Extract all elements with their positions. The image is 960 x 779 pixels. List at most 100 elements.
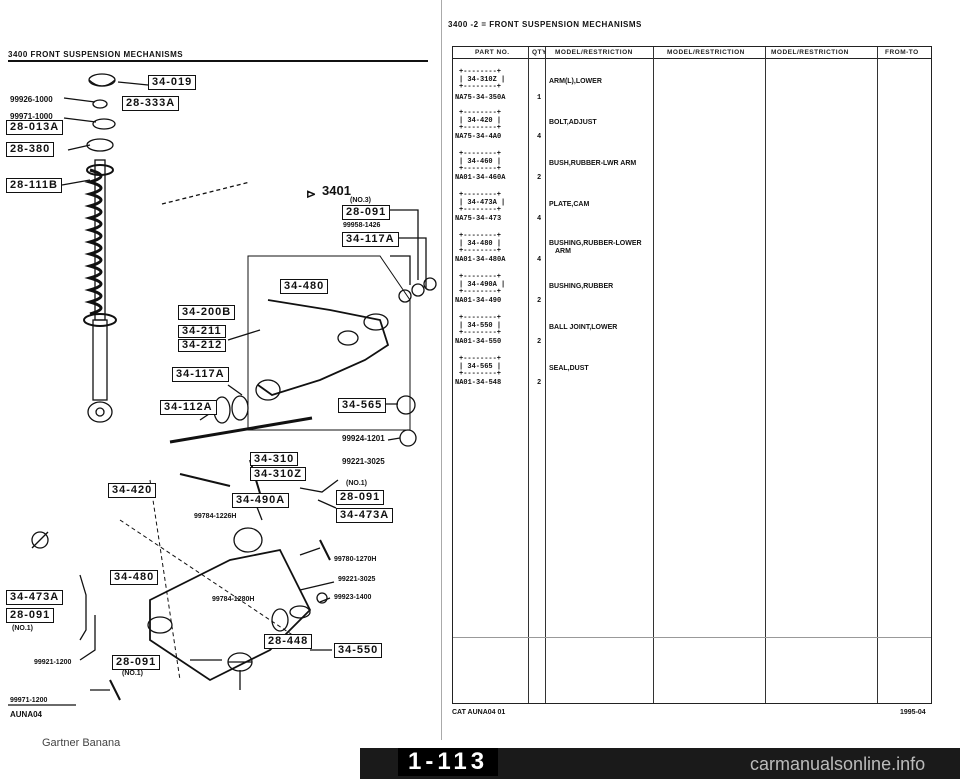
table-row: +--------+ | 34-550 | +--------+ NA01-34…: [455, 314, 618, 346]
row-qty: 1: [537, 94, 542, 102]
no1-label-b: (NO.1): [12, 625, 33, 632]
page-divider: [441, 0, 442, 740]
pn-99924-1201: 99924-1201: [342, 434, 385, 443]
header-model-2: MODEL/RESTRICTION: [667, 49, 745, 56]
part-ref-28-448: 28-448: [264, 634, 313, 649]
row-part-number: NA75-34-350A: [455, 94, 506, 102]
part-ref-34-310Z: 34-310Z: [250, 467, 306, 481]
pn-99926-1000: 99926-1000: [10, 95, 53, 104]
part-ref-34-117A-mid: 34-117A: [172, 367, 229, 382]
pn-99780-1270H: 99780-1270H: [334, 556, 377, 563]
row-qty: 2: [537, 297, 542, 305]
part-ref-28-380: 28-380: [6, 142, 55, 157]
pn-99221-3025-a: 99221-3025: [342, 457, 385, 466]
row-ref: 34-460: [467, 158, 493, 166]
part-ref-34-117A-upper: 34-117A: [342, 232, 399, 247]
header-model-1: MODEL/RESTRICTION: [555, 49, 633, 56]
pn-99958-1426: 99958-1426: [343, 222, 381, 229]
part-ref-34-550: 34-550: [334, 643, 383, 658]
pn-99221-3025-b: 99221-3025: [338, 576, 376, 583]
table-row: +--------+ | 34-480 | +--------+ NA01-34…: [455, 232, 642, 264]
row-ref: 34-480: [467, 240, 493, 248]
row-ref: 34-490A: [467, 281, 497, 289]
watermark: carmanualsonline.info: [750, 754, 926, 774]
part-ref-34-112A: 34-112A: [160, 400, 217, 415]
part-ref-34-480-upper: 34-480: [280, 279, 329, 294]
part-ref-34-420: 34-420: [108, 483, 157, 498]
header-model-3: MODEL/RESTRICTION: [771, 49, 849, 56]
row-part-number: NA01-34-550: [455, 338, 502, 346]
title-underline: [8, 60, 428, 62]
row-qty: 2: [537, 379, 542, 387]
row-description: ARM(L),LOWER: [549, 78, 602, 85]
table-footer-catalog: CAT AUNA04 01: [452, 709, 506, 716]
table-row: +--------+ | 34-490A | +--------+ NA01-3…: [455, 273, 614, 305]
no1-label-a: (NO.1): [346, 480, 367, 487]
part-ref-28-091-upper: 28-091: [342, 205, 391, 220]
row-ref: 34-473A: [467, 199, 497, 207]
pn-99921-1200: 99921-1200: [34, 659, 72, 666]
row-ref: 34-565: [467, 363, 493, 371]
row-qty: 4: [537, 256, 542, 264]
part-ref-34-200B: 34-200B: [178, 305, 236, 320]
row-part-number: NA01-34-548: [455, 379, 502, 387]
no3-label: (NO.3): [350, 197, 371, 204]
row-part-number: NA01-34-480A: [455, 256, 506, 264]
part-ref-34-211: 34-211: [178, 325, 226, 338]
pn-99784-1226H: 99784-1226H: [194, 513, 237, 520]
row-description: PLATE,CAM: [549, 201, 590, 208]
row-qty: 4: [537, 133, 542, 141]
row-description: BUSH,RUBBER-LWR ARM: [549, 160, 637, 167]
row-description: SEAL,DUST: [549, 365, 589, 372]
row-description: BUSHING,RUBBER-LOWER: [549, 240, 642, 247]
section-title: 3400 FRONT SUSPENSION MECHANISMS: [8, 50, 184, 59]
row-part-number: NA75-34-473: [455, 215, 502, 223]
table-footer-date: 1995-04: [900, 709, 926, 716]
part-ref-34-212: 34-212: [178, 339, 227, 352]
row-part-number: NA01-34-490: [455, 297, 502, 305]
header-from-to: FROM-TO: [885, 49, 919, 56]
part-ref-28-333A: 28-333A: [122, 96, 180, 111]
row-part-number: NA01-34-460A: [455, 174, 506, 182]
header-qty: QTY: [532, 49, 547, 56]
row-part-number: NA75-34-4A0: [455, 133, 502, 141]
table-row: +--------+ | 34-310Z | +--------+ NA75-3…: [455, 68, 602, 102]
part-ref-28-013A: 28-013A: [6, 120, 64, 135]
header-part-no: PART NO.: [475, 49, 510, 56]
part-ref-34-565: 34-565: [338, 398, 387, 413]
pn-99923-1400: 99923-1400: [334, 594, 372, 601]
parts-table: PART NO. QTY MODEL/RESTRICTION MODEL/RES…: [452, 46, 932, 704]
part-ref-28-091-bottom: 28-091: [112, 655, 161, 670]
page-number: 1-113: [398, 748, 499, 776]
table-row: +--------+ | 34-460 | +--------+ NA01-34…: [455, 150, 637, 182]
part-ref-28-111B: 28-111B: [6, 178, 62, 193]
table-row: +--------+ | 34-420 | +--------+ NA75-34…: [455, 109, 597, 141]
row-ref: 34-310Z: [467, 76, 497, 84]
row-ref: 34-550: [467, 322, 493, 330]
row-description: BALL JOINT,LOWER: [549, 324, 618, 331]
row-qty: 2: [537, 174, 542, 182]
ref-3401-label: 3401: [322, 183, 351, 198]
part-ref-34-473A-left: 34-473A: [6, 590, 64, 605]
part-ref-34-480-lower: 34-480: [110, 570, 159, 585]
ref-3401-arrow-icon: ⊳: [306, 187, 316, 201]
table-title: 3400 -2 = FRONT SUSPENSION MECHANISMS: [448, 20, 642, 29]
part-ref-34-310: 34-310: [250, 452, 299, 466]
no1-label-c: (NO.1): [122, 670, 143, 677]
row-qty: 2: [537, 338, 542, 346]
row-qty: 4: [537, 215, 542, 223]
part-ref-34-473A-lower: 34-473A: [336, 508, 394, 523]
row-description: BUSHING,RUBBER: [549, 283, 614, 290]
table-row: +--------+ | 34-473A | +--------+ NA75-3…: [455, 191, 590, 223]
part-ref-34-019: 34-019: [148, 75, 197, 90]
pn-99971-1000: 99971-1000: [10, 112, 53, 121]
table-row: +--------+ | 34-565 | +--------+ NA01-34…: [455, 355, 589, 387]
pn-99784-1280H: 99784-1280H: [212, 596, 255, 603]
part-ref-28-091-left: 28-091: [6, 608, 55, 623]
row-ref: 34-420: [467, 117, 493, 125]
pn-99971-1200: 99971-1200: [10, 697, 48, 704]
row-description: BOLT,ADJUST: [549, 119, 597, 126]
footer-brand: Gartner Banana: [42, 737, 121, 749]
part-ref-34-490A: 34-490A: [232, 493, 290, 508]
part-ref-28-091-lower: 28-091: [336, 490, 385, 505]
